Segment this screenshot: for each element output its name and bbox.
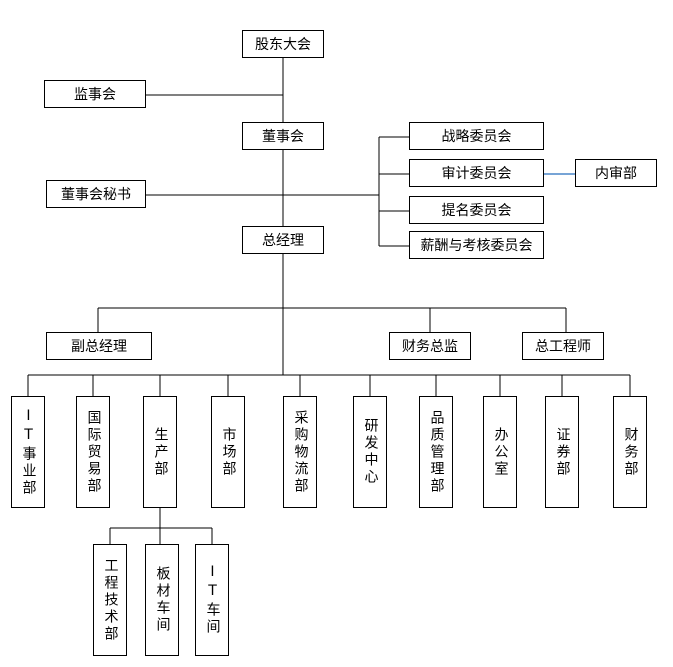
chief-engineer-node: 总工程师 [522, 332, 604, 360]
audit-committee-node: 审计委员会 [409, 159, 544, 187]
cfo-node: 财务总监 [389, 332, 471, 360]
department-node: 市场部 [211, 396, 245, 508]
internal-audit-node: 内审部 [575, 159, 657, 187]
sub-department-node: 板材车间 [145, 544, 179, 656]
strategy-committee-node: 战略委员会 [409, 122, 544, 150]
department-node: 研发中心 [353, 396, 387, 508]
department-node: 生产部 [143, 396, 177, 508]
department-node: 品质管理部 [419, 396, 453, 508]
department-node: 证券部 [545, 396, 579, 508]
board-of-directors-node: 董事会 [242, 122, 324, 150]
department-node: 采购物流部 [283, 396, 317, 508]
department-node: 财务部 [613, 396, 647, 508]
sub-department-node: 工程技术部 [93, 544, 127, 656]
department-node: 国际贸易部 [76, 396, 110, 508]
department-node: 办公室 [483, 396, 517, 508]
shareholders-meeting-node: 股东大会 [242, 30, 324, 58]
deputy-gm-node: 副总经理 [46, 332, 152, 360]
nomination-committee-node: 提名委员会 [409, 196, 544, 224]
sub-department-node: IT车间 [195, 544, 229, 656]
board-secretary-node: 董事会秘书 [46, 180, 146, 208]
general-manager-node: 总经理 [242, 226, 324, 254]
department-node: IT事业部 [11, 396, 45, 508]
supervisory-board-node: 监事会 [44, 80, 146, 108]
compensation-committee-node: 薪酬与考核委员会 [409, 231, 544, 259]
